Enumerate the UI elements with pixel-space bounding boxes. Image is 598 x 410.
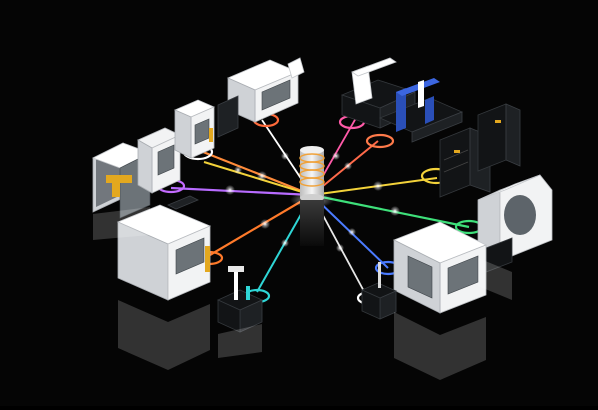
tool-presetter bbox=[217, 266, 263, 333]
floor-reflections bbox=[93, 207, 512, 380]
horizontal-machining-center bbox=[393, 221, 487, 314]
small-tool-presetter bbox=[361, 262, 397, 320]
turning-center bbox=[217, 57, 305, 138]
central-hub bbox=[290, 146, 334, 246]
large-machining-center bbox=[116, 195, 212, 301]
line-nodes bbox=[225, 152, 400, 252]
tool-storage-cabinets bbox=[439, 103, 521, 198]
violet-link bbox=[170, 186, 313, 197]
robot-cell bbox=[91, 127, 181, 219]
five-axis-machining-center bbox=[477, 174, 553, 273]
coordinate-measuring-machine bbox=[378, 78, 464, 143]
orange-link bbox=[197, 148, 313, 197]
vertical-machining-center bbox=[173, 99, 216, 159]
